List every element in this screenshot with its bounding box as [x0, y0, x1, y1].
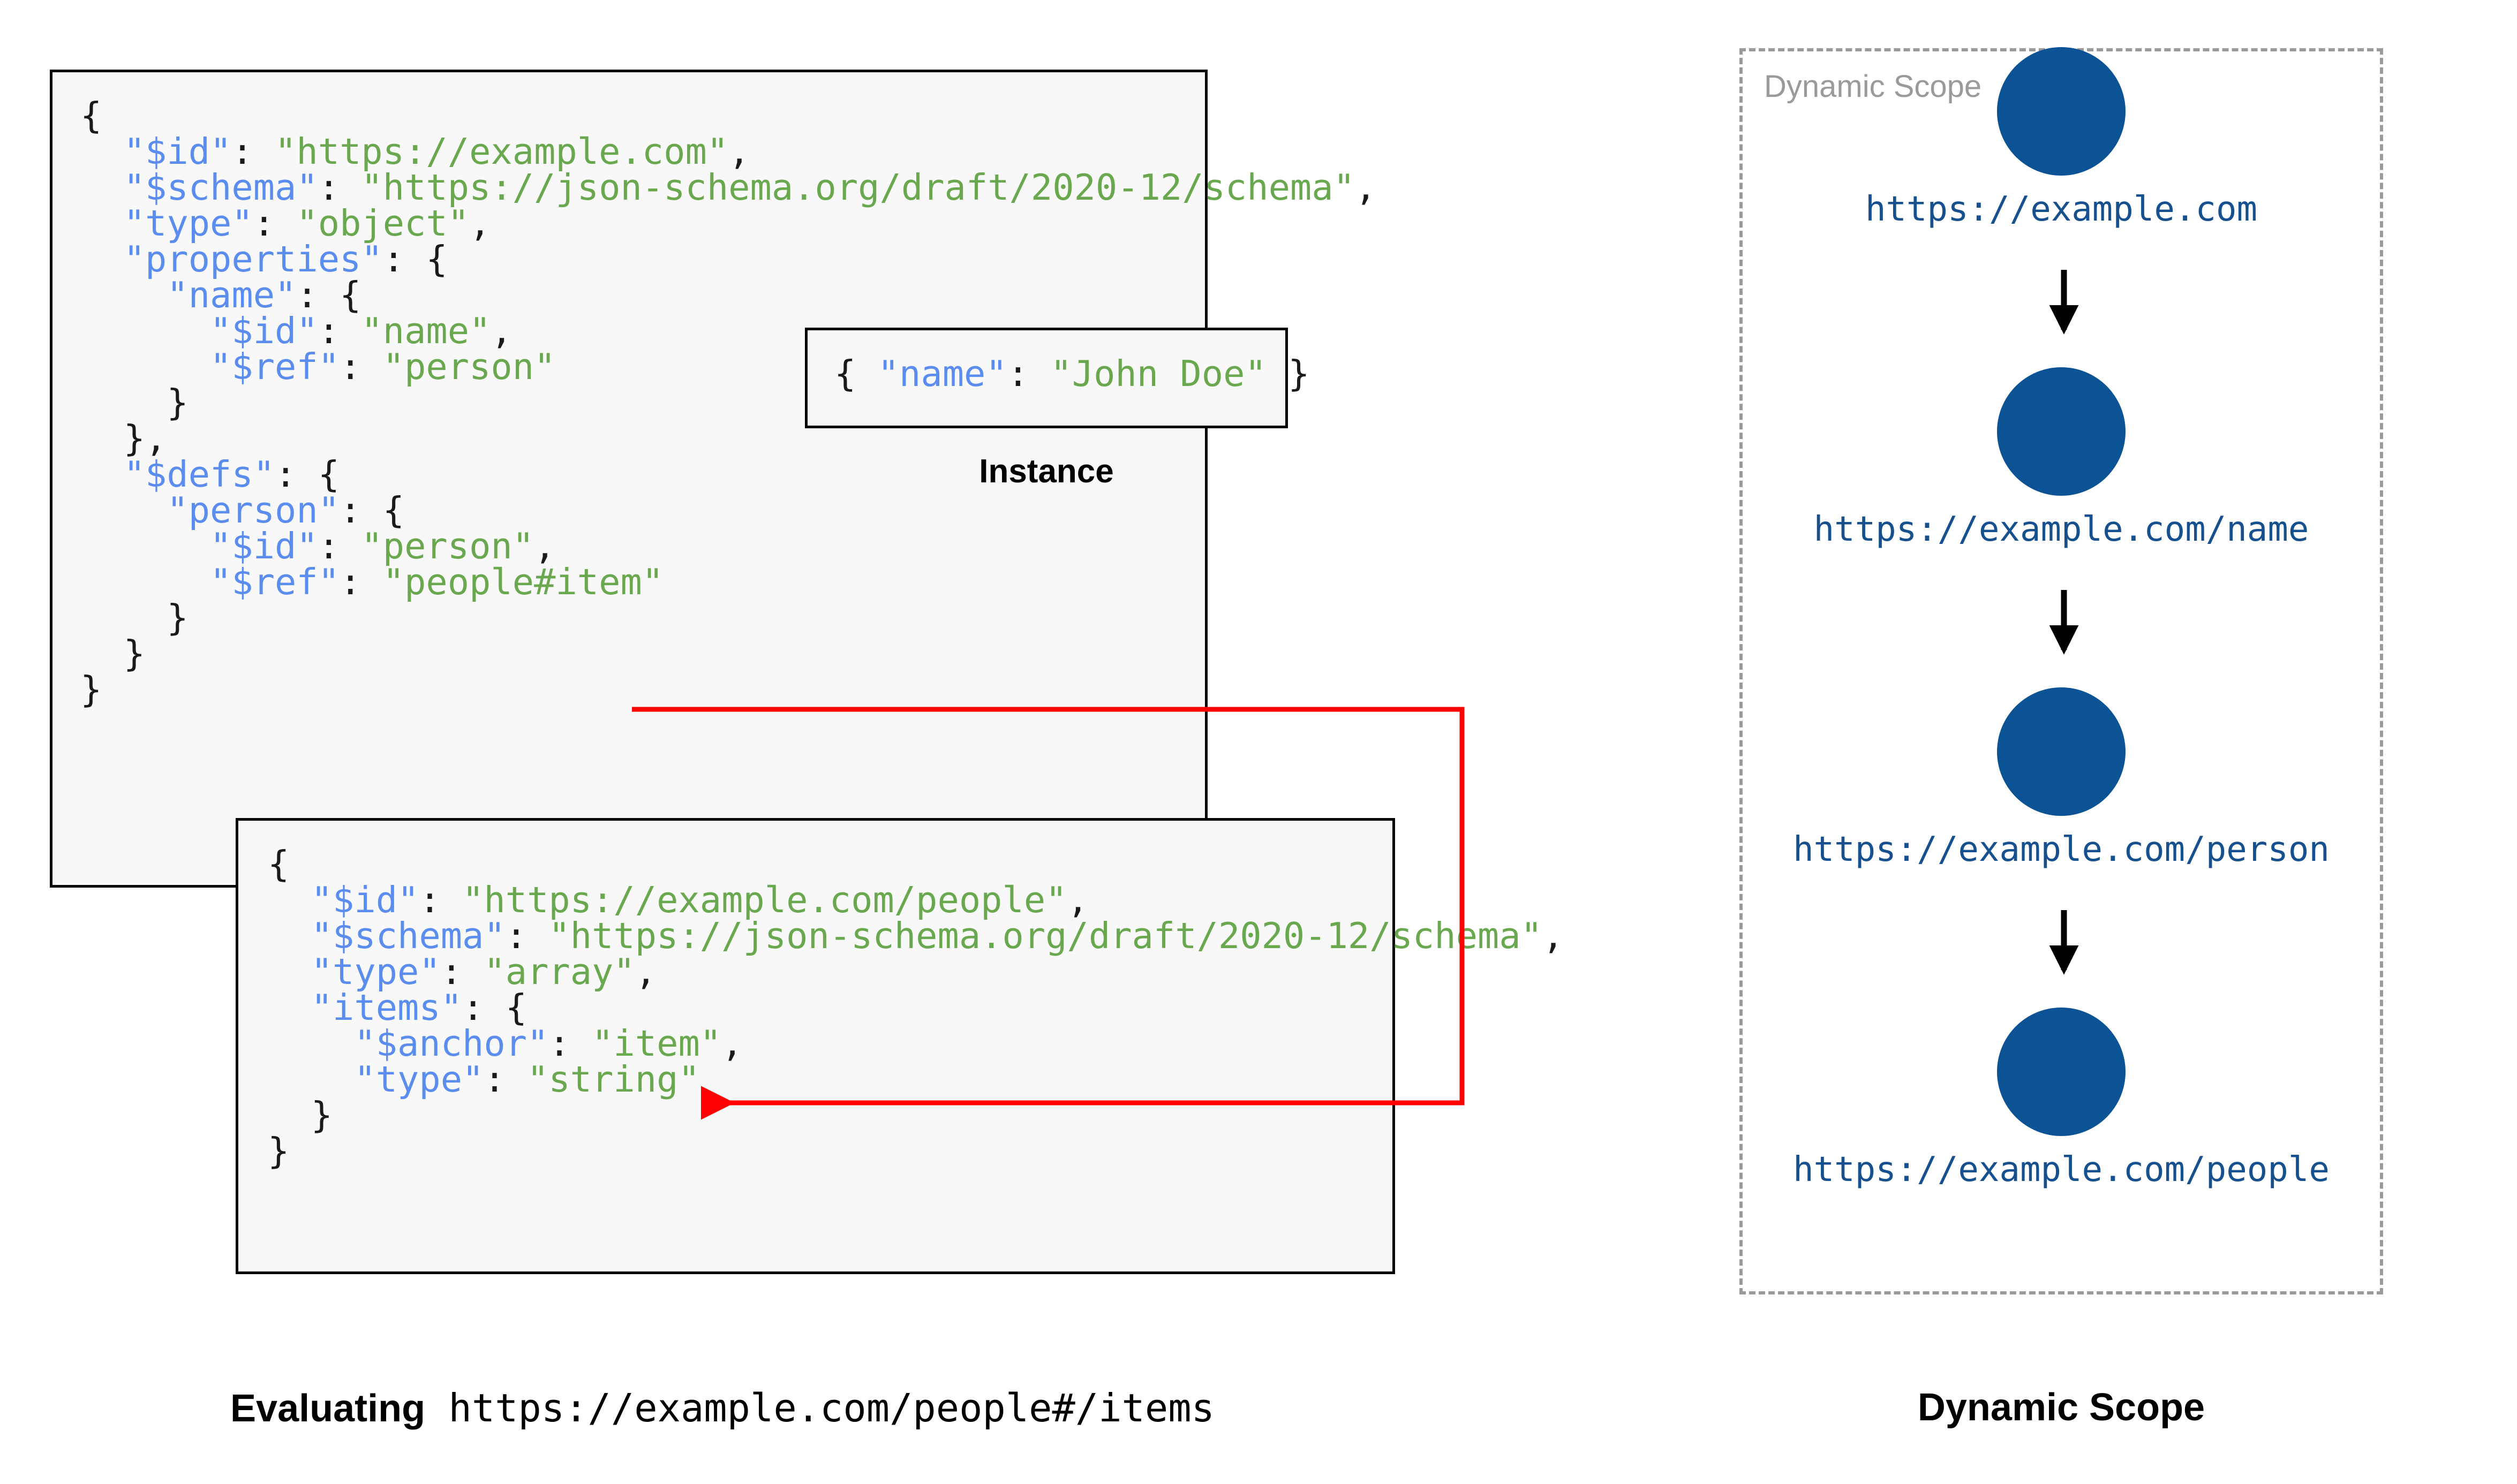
scope-label-1: https://example.com/name: [1813, 510, 2309, 549]
scope-node-1: https://example.com/name: [1743, 367, 2380, 549]
scope-label-0: https://example.com: [1865, 190, 2258, 229]
evaluating-caption-uri: https://example.com/people#/items: [448, 1385, 1215, 1430]
root-schema-box: { "$id": "https://example.com", "$schema…: [50, 70, 1376, 888]
scope-node-2: https://example.com/person: [1743, 687, 2380, 869]
scope-node-0: https://example.com: [1743, 47, 2380, 229]
people-schema-box: { "$id": "https://example.com/people", "…: [236, 818, 1564, 1274]
scope-arrow-1-icon: [2049, 590, 2079, 655]
root-schema-code: { "$id": "https://example.com", "$schema…: [80, 95, 1377, 710]
dynamic-scope-caption: Dynamic Scope: [1917, 1386, 2205, 1429]
evaluating-caption: Evaluating https://example.com/people#/i…: [50, 1385, 1395, 1430]
scope-label-3: https://example.com/people: [1793, 1150, 2330, 1190]
people-schema-code: { "$id": "https://example.com/people", "…: [268, 843, 1564, 1172]
scope-arrow-0-icon: [2049, 270, 2079, 335]
scope-node-3: https://example.com/people: [1743, 1008, 2380, 1190]
instance-caption: Instance: [979, 453, 1114, 490]
scope-circle-2: [1997, 687, 2126, 816]
dynamic-scope-panel-label: Dynamic Scope: [1764, 69, 1982, 104]
instance-box: { "name": "John Doe" }: [805, 328, 1309, 428]
instance-code: { "name": "John Doe" }: [834, 353, 1310, 395]
scope-circle-0: [1997, 47, 2126, 176]
dynamic-scope-panel: Dynamic Scope https://example.com https:…: [1739, 47, 2383, 1294]
evaluating-caption-bold: Evaluating: [230, 1387, 426, 1430]
scope-circle-1: [1997, 367, 2126, 496]
scope-label-2: https://example.com/person: [1793, 830, 2330, 869]
scope-arrow-2-icon: [2049, 910, 2079, 975]
scope-circle-3: [1997, 1008, 2126, 1136]
